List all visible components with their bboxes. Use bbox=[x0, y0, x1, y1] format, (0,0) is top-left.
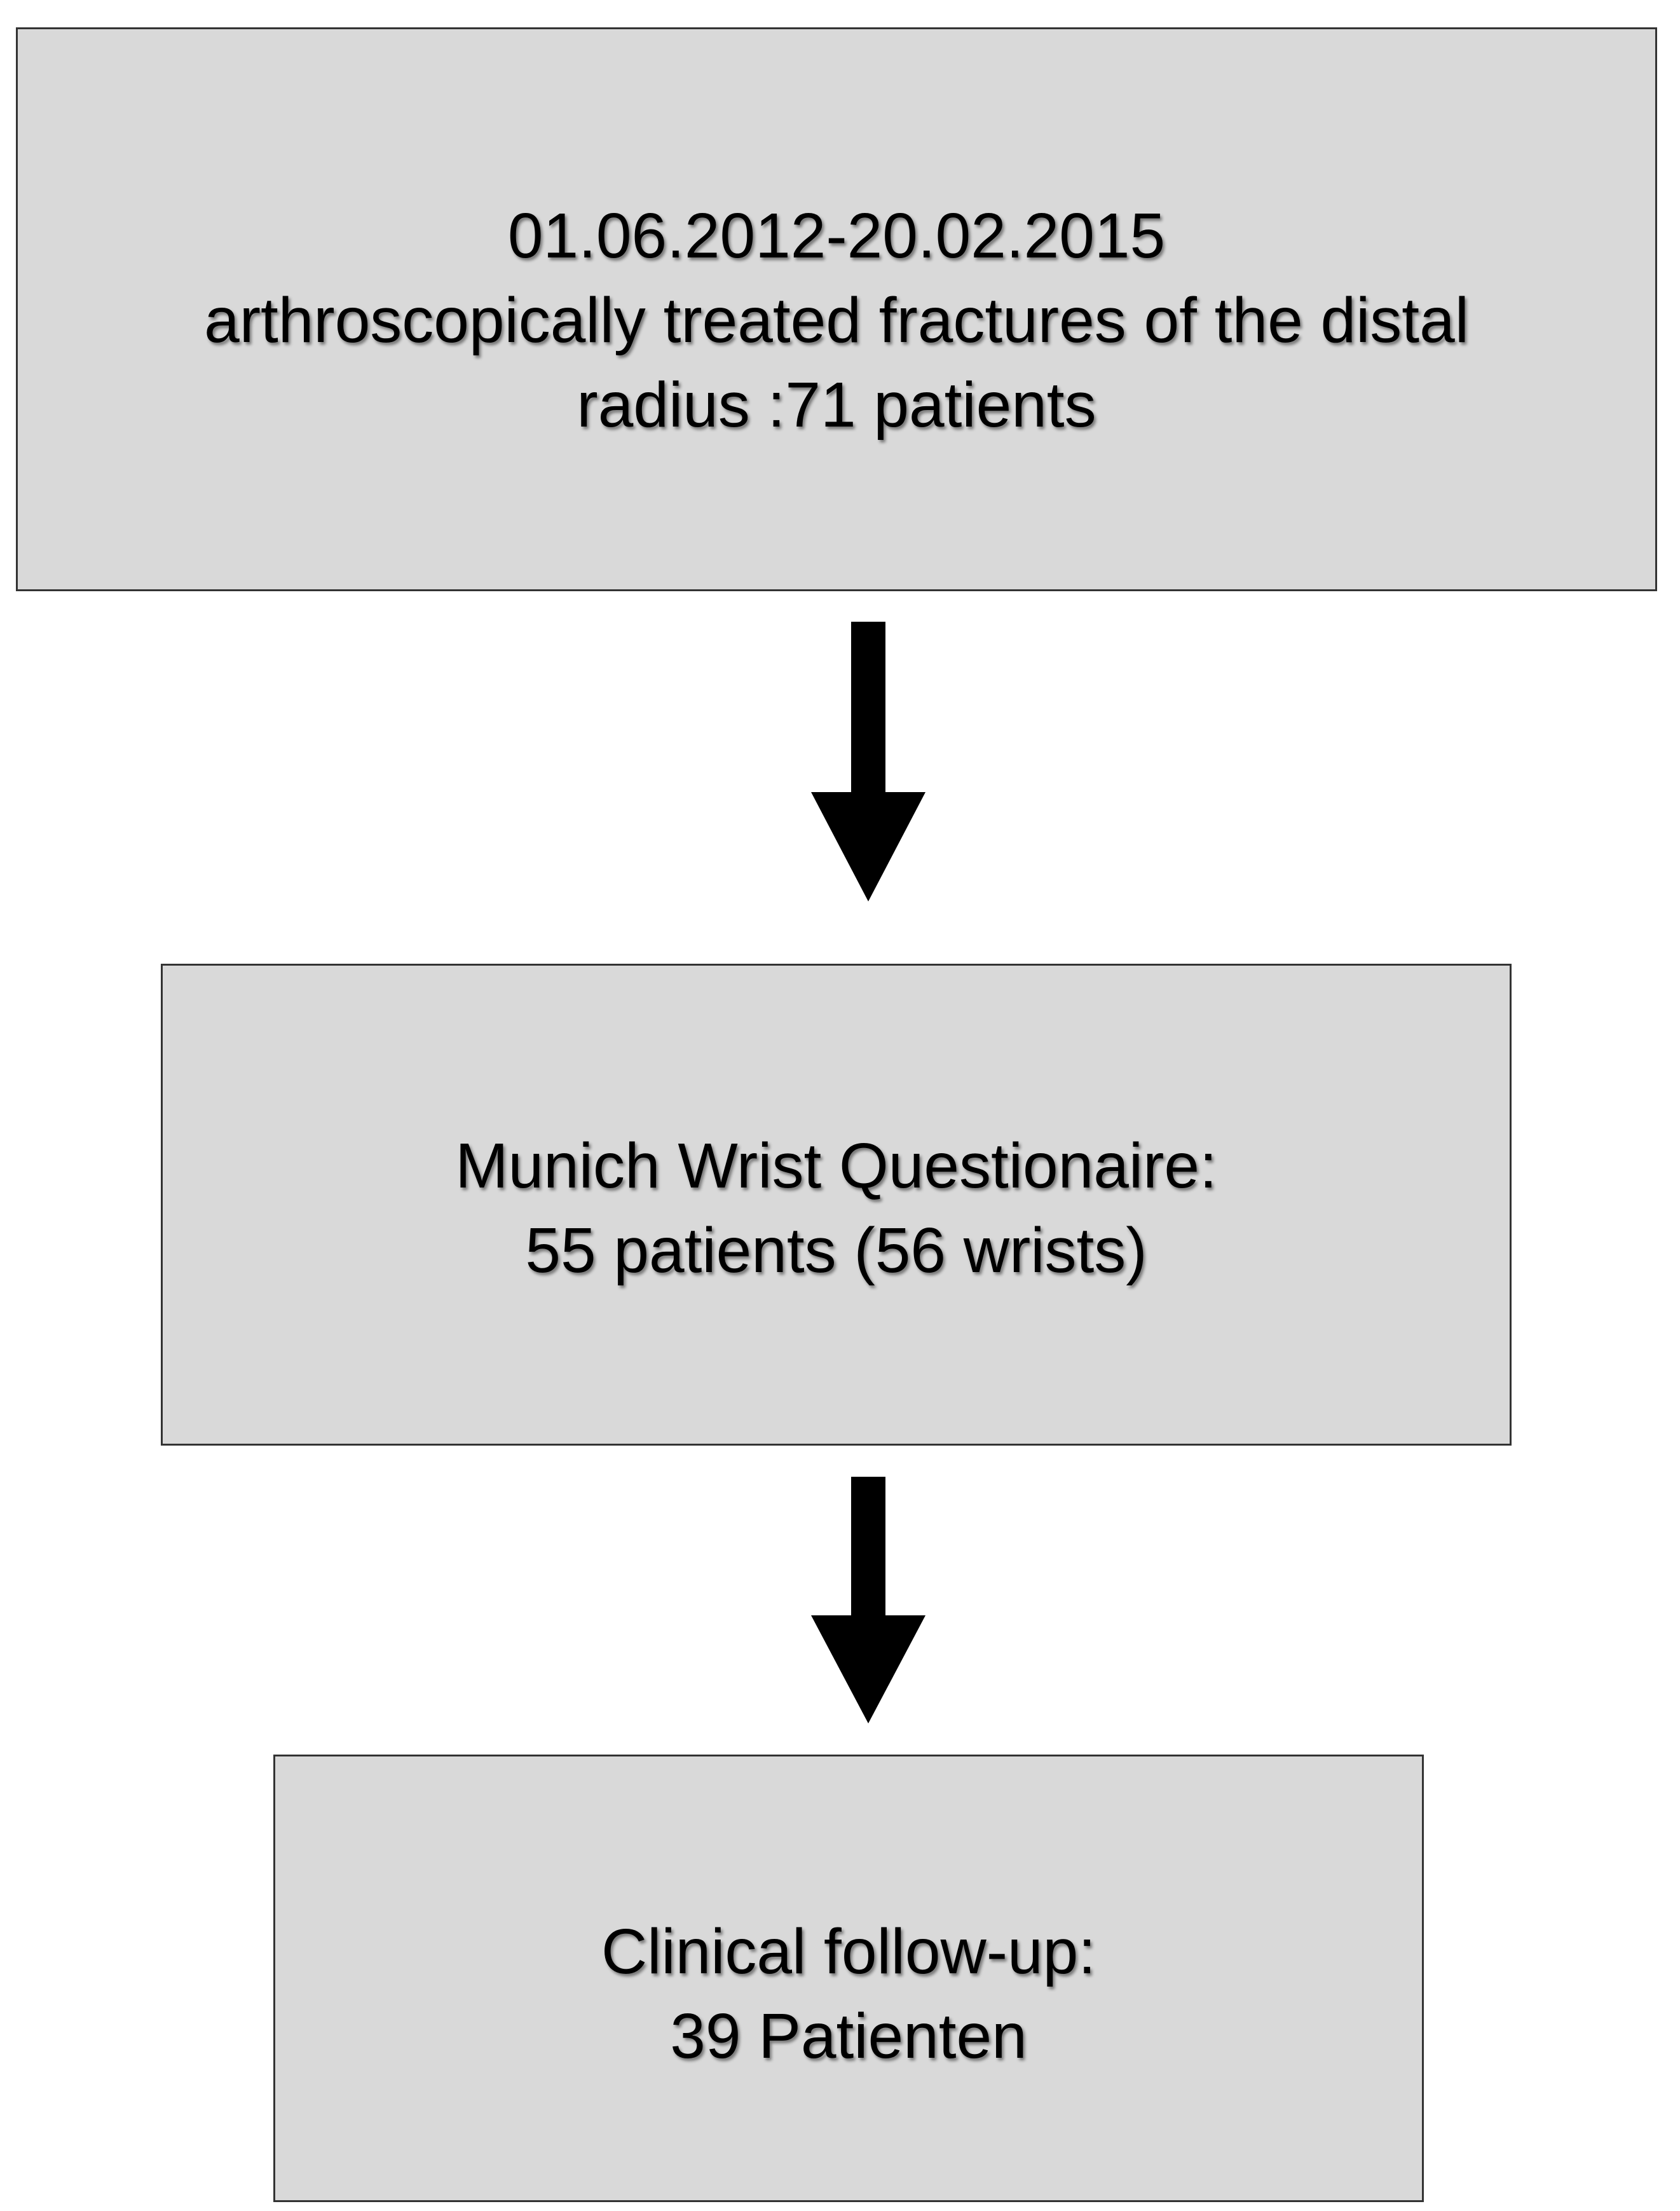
down-arrow-icon bbox=[811, 1477, 925, 1723]
enrollment-date-range: 01.06.2012-20.02.2015 bbox=[507, 200, 1166, 271]
questionnaire-title: Munich Wrist Questionaire: bbox=[455, 1130, 1217, 1201]
questionnaire-count: 55 patients (56 wrists) bbox=[525, 1215, 1147, 1286]
enrollment-description: arthroscopically treated fractures of th… bbox=[204, 284, 1469, 356]
down-arrow-icon bbox=[811, 622, 925, 901]
follow-up-title: Clinical follow-up: bbox=[601, 1916, 1096, 1987]
step-box-questionnaire: Munich Wrist Questionaire: 55 patients (… bbox=[161, 964, 1512, 1446]
arrow-head bbox=[811, 1615, 925, 1723]
step-box-follow-up: Clinical follow-up: 39 Patienten bbox=[273, 1755, 1424, 2202]
step-box-enrollment: 01.06.2012-20.02.2015 arthroscopically t… bbox=[16, 27, 1657, 591]
arrow-head bbox=[811, 792, 925, 901]
arrow-shaft bbox=[851, 1477, 885, 1617]
arrow-shaft bbox=[851, 622, 885, 793]
follow-up-count: 39 Patienten bbox=[670, 2001, 1027, 2072]
enrollment-count: radius :71 patients bbox=[577, 369, 1096, 441]
